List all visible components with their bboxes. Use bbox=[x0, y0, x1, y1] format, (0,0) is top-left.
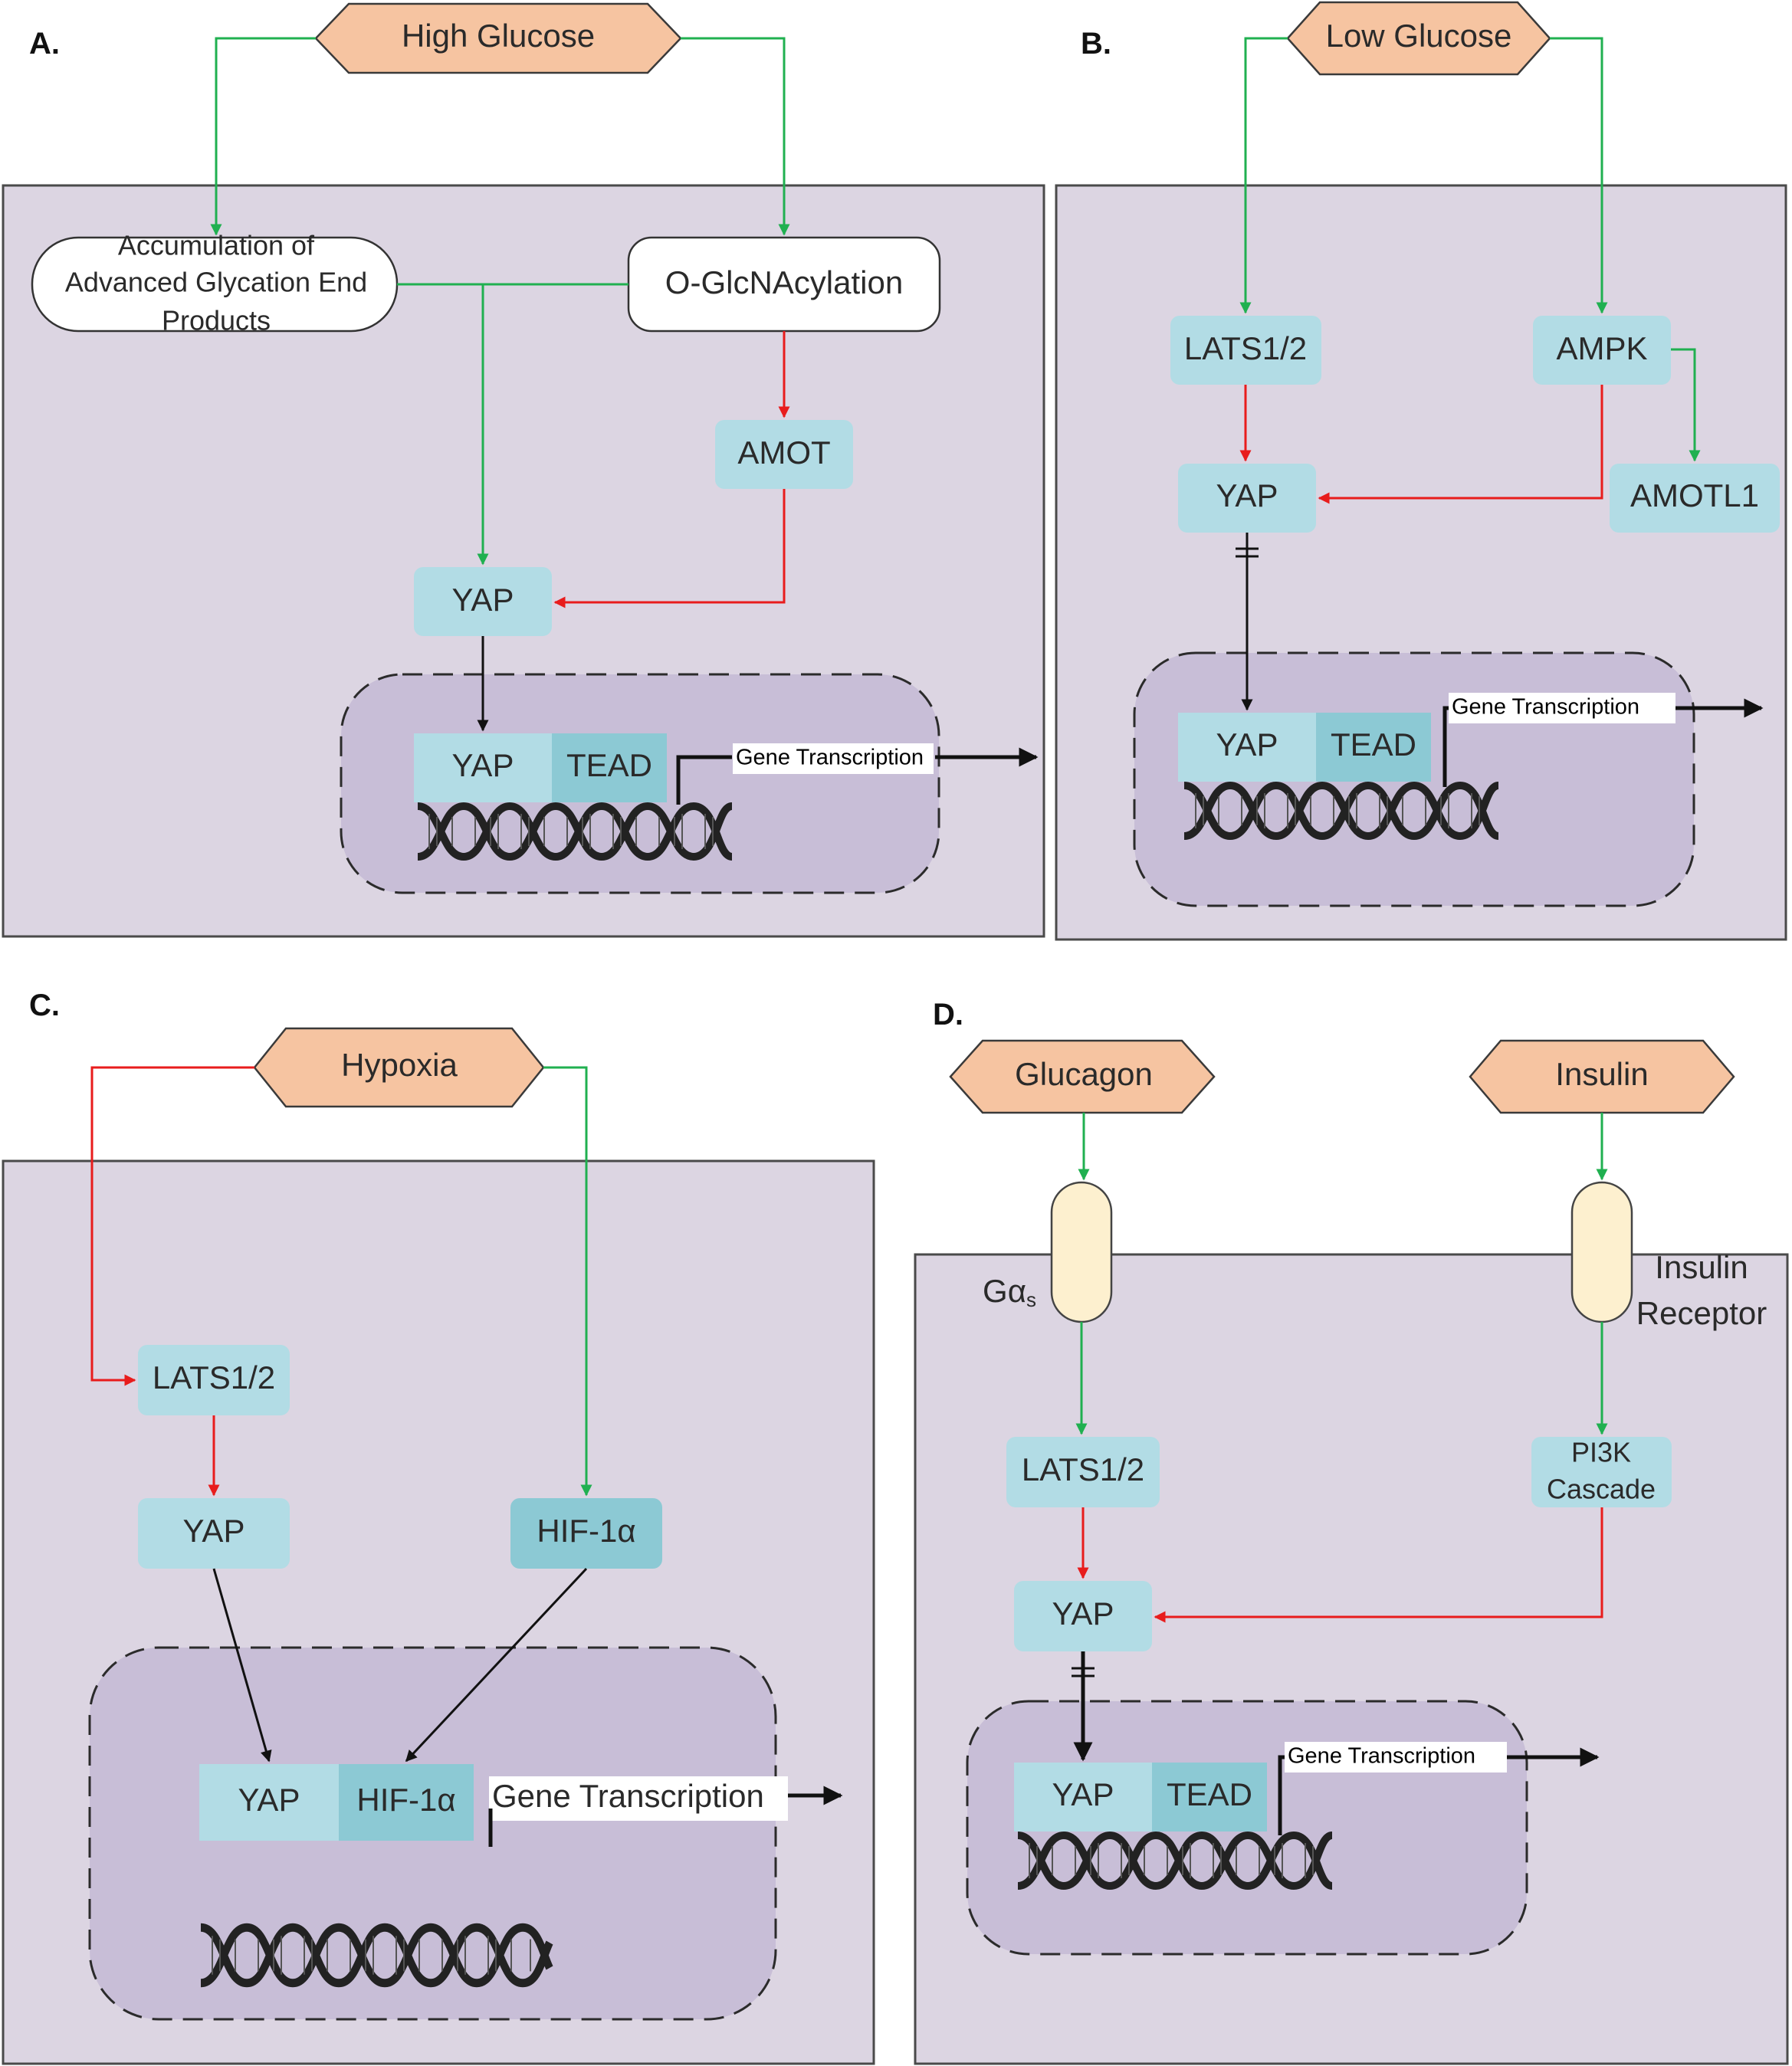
transcription-start-a bbox=[676, 755, 732, 805]
age-label-line2: Advanced Glycation End bbox=[65, 267, 367, 298]
edge-ampk-to-amotl1 bbox=[1671, 348, 1701, 462]
yap-label-b: YAP bbox=[1216, 477, 1278, 513]
complex-tead-d bbox=[1152, 1763, 1267, 1832]
gas-label: Gαs bbox=[983, 1273, 1036, 1311]
panel-b-label: B. bbox=[1081, 27, 1111, 61]
gene-transcription-bg-a bbox=[733, 743, 934, 774]
complex-hif-label-c: HIF-1α bbox=[356, 1782, 455, 1818]
dna-helix-d bbox=[1017, 1831, 1334, 1891]
pi3k-label-line2: Cascade bbox=[1547, 1474, 1656, 1505]
complex-tead-label-a: TEAD bbox=[566, 747, 652, 783]
lats-node-d bbox=[1006, 1437, 1160, 1507]
panel-b: B. Low Glucose LATS1/2 AMPK YAP AMOTL1 Y… bbox=[1055, 1, 1787, 941]
panel-d: D. Glucagon Insulin Gαs Insulin Receptor… bbox=[914, 998, 1789, 2065]
lats-label-c: LATS1/2 bbox=[153, 1359, 275, 1395]
lats-node-b bbox=[1170, 316, 1321, 385]
amotl1-node bbox=[1610, 464, 1780, 533]
insulin-stimulus bbox=[1469, 1039, 1735, 1114]
edge-pi3k-to-yap bbox=[1154, 1507, 1603, 1623]
blocked-mark-b bbox=[1236, 547, 1259, 558]
glucagon-label: Glucagon bbox=[1015, 1056, 1153, 1092]
gene-transcription-label-b: Gene Transcription bbox=[1452, 695, 1639, 720]
o-glcnacylation-label: O-GlcNAcylation bbox=[665, 264, 903, 300]
transcription-start-b bbox=[1442, 706, 1449, 787]
complex-yap-label-c: YAP bbox=[238, 1782, 300, 1818]
edge-hif-to-complex-c bbox=[405, 1567, 588, 1763]
gas-label-sub: s bbox=[1026, 1288, 1036, 1311]
edge-glucose-to-age bbox=[210, 37, 316, 236]
yap-node-a bbox=[414, 567, 552, 636]
dna-helix-a bbox=[417, 802, 734, 861]
edge-lowglucose-to-ampk bbox=[1550, 37, 1608, 314]
blocked-mark-d bbox=[1072, 1667, 1095, 1677]
amot-node bbox=[715, 420, 853, 489]
complex-tead-a bbox=[552, 733, 667, 802]
lats-label-d: LATS1/2 bbox=[1022, 1451, 1144, 1487]
ampk-label: AMPK bbox=[1556, 330, 1647, 366]
gene-transcription-bg-c bbox=[489, 1776, 788, 1821]
edge-yap-to-complex-c bbox=[212, 1568, 272, 1763]
complex-yap-c bbox=[199, 1764, 339, 1841]
complex-yap-a bbox=[414, 733, 552, 802]
amotl1-label: AMOTL1 bbox=[1630, 477, 1759, 513]
complex-yap-d bbox=[1014, 1763, 1152, 1832]
pi3k-label-line1: PI3K bbox=[1571, 1437, 1631, 1468]
hypoxia-label: Hypoxia bbox=[341, 1047, 458, 1083]
gas-receptor bbox=[1050, 1181, 1113, 1323]
edge-glucose-to-oglcnac bbox=[681, 37, 790, 236]
yap-label-d: YAP bbox=[1052, 1595, 1114, 1631]
high-glucose-label: High Glucose bbox=[402, 18, 595, 54]
age-label-line3: Products bbox=[162, 305, 271, 336]
pi3k-node bbox=[1531, 1437, 1672, 1507]
gene-transcription-label-a: Gene Transcription bbox=[736, 746, 924, 770]
ampk-node bbox=[1533, 316, 1671, 385]
gene-transcription-label-d: Gene Transcription bbox=[1288, 1744, 1475, 1769]
lats-label-b: LATS1/2 bbox=[1184, 330, 1307, 366]
panel-c: C. Hypoxia LATS1/2 YAP HIF-1α YAP HIF-1α… bbox=[2, 989, 875, 2065]
yap-node-b bbox=[1178, 464, 1316, 533]
glucagon-stimulus bbox=[949, 1039, 1216, 1114]
transcription-start-d bbox=[1278, 1755, 1285, 1835]
amot-label: AMOT bbox=[737, 435, 830, 471]
hif-label: HIF-1α bbox=[537, 1513, 635, 1549]
gene-transcription-label-c: Gene Transcription bbox=[492, 1778, 764, 1814]
complex-yap-label-b: YAP bbox=[1216, 726, 1278, 762]
hif-node bbox=[510, 1498, 662, 1569]
insulin-receptor-label-line1: Insulin bbox=[1655, 1249, 1748, 1285]
complex-tead-label-d: TEAD bbox=[1167, 1776, 1252, 1812]
yap-label-a: YAP bbox=[452, 582, 514, 618]
complex-tead-b bbox=[1316, 713, 1431, 782]
insulin-label: Insulin bbox=[1555, 1056, 1648, 1092]
complex-yap-b bbox=[1178, 713, 1316, 782]
low-glucose-label: Low Glucose bbox=[1326, 18, 1512, 54]
panel-d-label: D. bbox=[933, 998, 963, 1031]
complex-yap-label-a: YAP bbox=[452, 747, 514, 783]
panel-a: A. High Glucose Accumulation of Advanced… bbox=[2, 2, 1045, 938]
edge-hypoxia-to-hif bbox=[543, 1066, 592, 1497]
edge-ampk-to-yap bbox=[1318, 385, 1603, 504]
panel-c-label: C. bbox=[29, 989, 60, 1022]
gene-transcription-bg-b bbox=[1449, 693, 1675, 723]
gene-transcription-bg-d bbox=[1285, 1742, 1507, 1772]
edge-amot-to-yap bbox=[553, 489, 786, 608]
yap-label-c: YAP bbox=[183, 1513, 245, 1549]
yap-node-d bbox=[1014, 1581, 1152, 1651]
insulin-receptor-label-line2: Receptor bbox=[1636, 1295, 1767, 1331]
yap-node-c bbox=[138, 1498, 290, 1569]
insulin-receptor bbox=[1570, 1181, 1633, 1323]
panel-a-label: A. bbox=[29, 27, 60, 61]
lats-node-c bbox=[138, 1345, 290, 1415]
dna-helix-b bbox=[1183, 781, 1500, 841]
dna-helix-c bbox=[200, 1923, 553, 1988]
complex-hif-c bbox=[339, 1764, 474, 1841]
complex-yap-label-d: YAP bbox=[1052, 1776, 1114, 1812]
edge-hypoxia-to-lats bbox=[90, 1066, 254, 1386]
complex-tead-label-b: TEAD bbox=[1331, 726, 1416, 762]
edge-lowglucose-to-lats bbox=[1239, 37, 1288, 314]
gas-label-main: Gα bbox=[983, 1273, 1026, 1309]
